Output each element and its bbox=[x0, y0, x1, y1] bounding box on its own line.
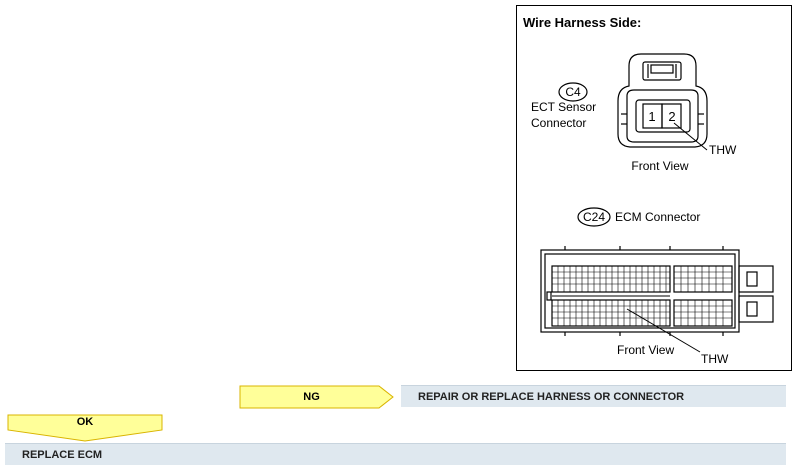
ok-branch-arrow: OK bbox=[7, 414, 163, 442]
connector-diagram: Wire Harness Side: C4 ECT Sensor Connect… bbox=[516, 5, 792, 371]
ecm-thw-leader bbox=[626, 308, 701, 353]
ecm-pin-grid bbox=[552, 266, 732, 326]
ect-view-label: Front View bbox=[631, 159, 688, 173]
ng-label: NG bbox=[303, 391, 320, 403]
ok-label: OK bbox=[76, 416, 94, 428]
ect-sensor-connector bbox=[617, 53, 708, 148]
ect-name-line2: Connector bbox=[531, 116, 586, 130]
ng-branch-arrow: NG bbox=[239, 385, 395, 409]
c4-code-oval bbox=[558, 82, 588, 102]
c4-code: C4 bbox=[565, 85, 581, 99]
ect-pin-2: 2 bbox=[668, 109, 675, 124]
c24-code-oval bbox=[577, 207, 611, 227]
ecm-name: ECM Connector bbox=[615, 210, 700, 224]
ect-terminal-label: THW bbox=[709, 143, 737, 157]
c24-code: C24 bbox=[583, 210, 605, 224]
ecm-view-label: Front View bbox=[617, 343, 674, 357]
diagram-title: Wire Harness Side: bbox=[523, 15, 642, 30]
ect-pin-1: 1 bbox=[648, 109, 655, 124]
connector-drawing: C4 ECT Sensor Connector 1 2 THW Front Vi… bbox=[531, 53, 774, 366]
ecm-connector bbox=[540, 246, 774, 336]
ect-thw-leader bbox=[673, 122, 708, 151]
ect-name-line1: ECT Sensor bbox=[531, 100, 596, 114]
ecm-terminal-label: THW bbox=[701, 352, 729, 366]
replace-ecm-step[interactable]: REPLACE ECM bbox=[5, 443, 786, 465]
repair-harness-step[interactable]: REPAIR OR REPLACE HARNESS OR CONNECTOR bbox=[401, 385, 786, 407]
